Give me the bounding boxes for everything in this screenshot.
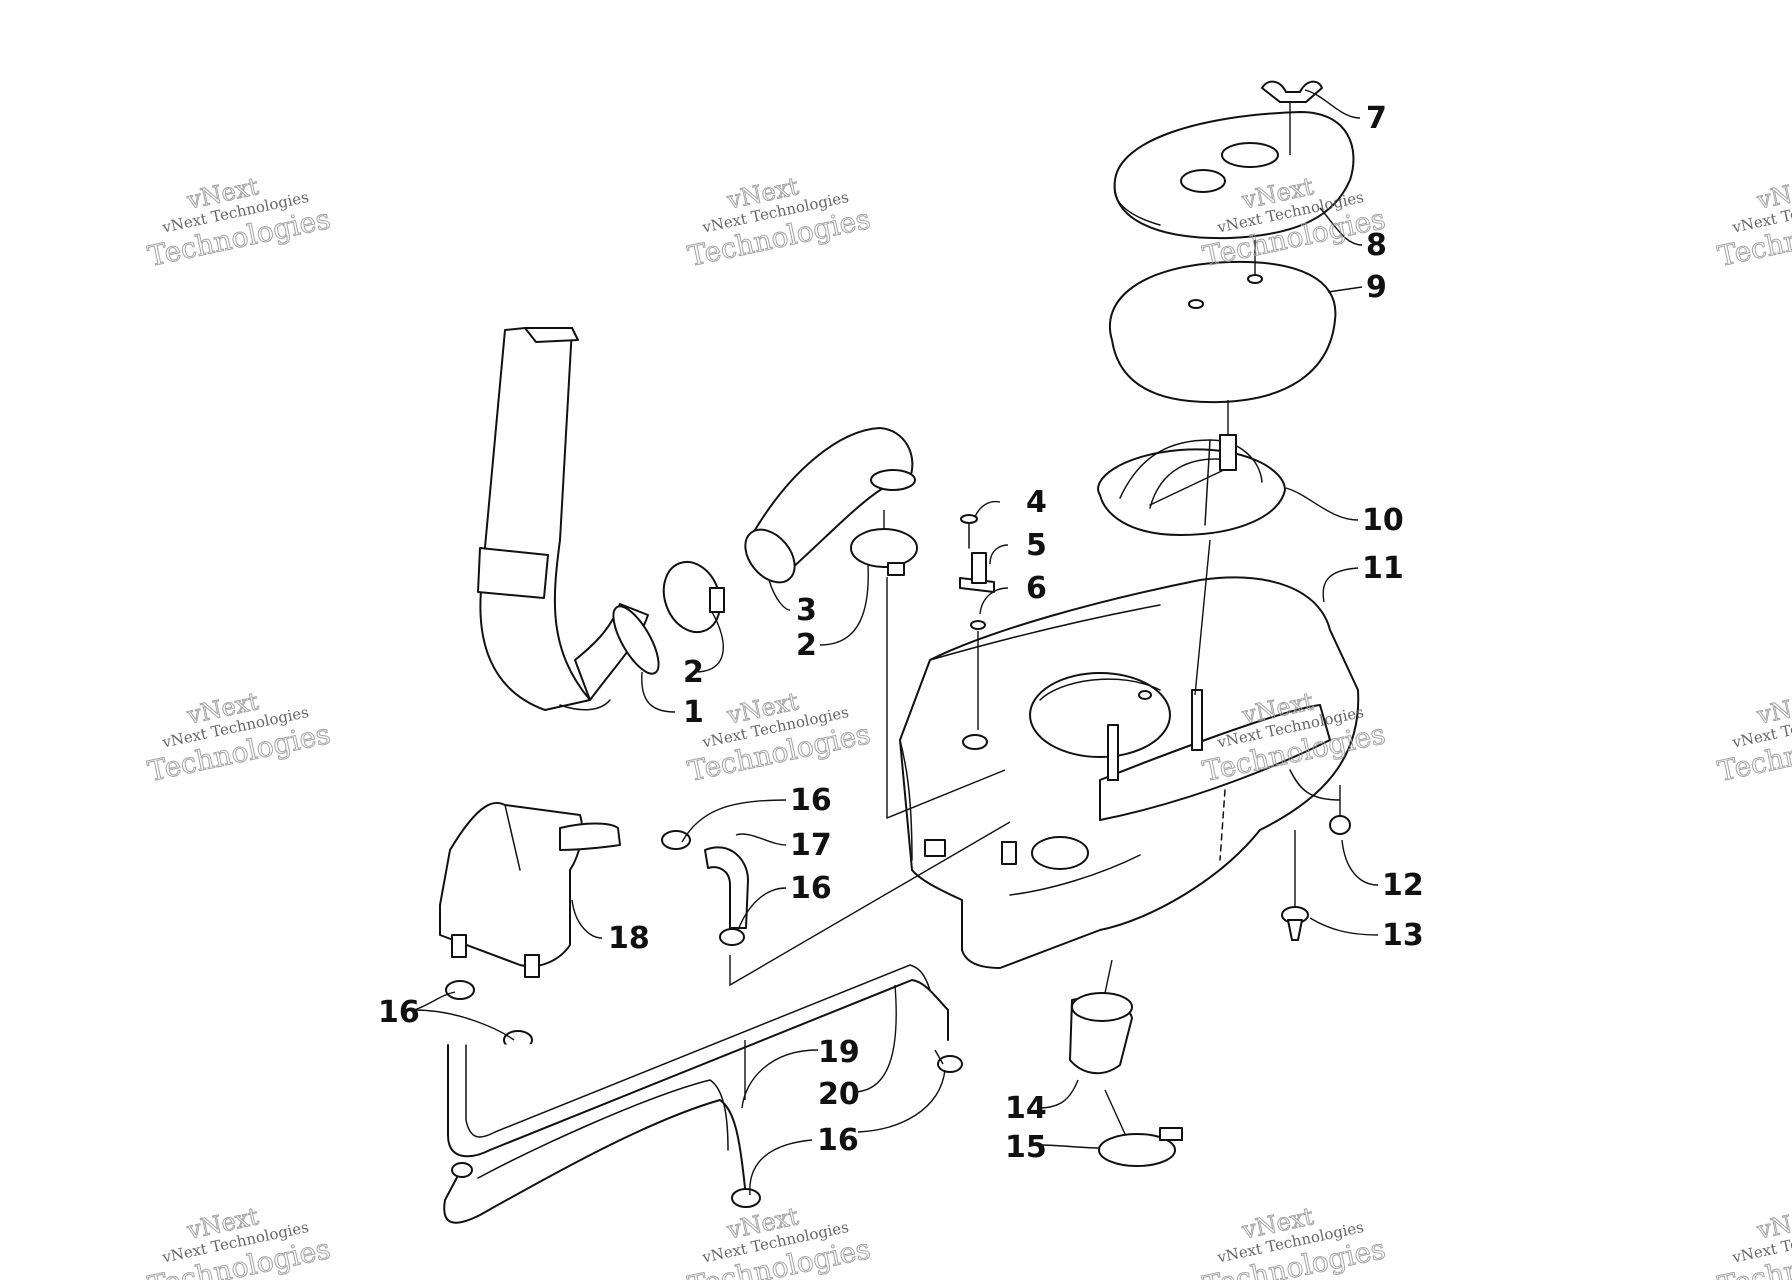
watermark: vNext vNext Technologies Technologies: [685, 1202, 874, 1280]
callout-15: 15: [1005, 1130, 1047, 1165]
part-clamp-left: [662, 560, 725, 634]
watermark: vNext vNext Technologies Technologies: [1715, 172, 1792, 274]
callout-17: 17: [790, 828, 832, 863]
callout-10: 10: [1362, 503, 1404, 538]
callout-20: 20: [818, 1077, 860, 1112]
callout-8: 8: [1366, 228, 1387, 263]
part-boot: [744, 427, 916, 584]
callout-6: 6: [1026, 571, 1047, 606]
part-push-rivet: [1281, 830, 1309, 941]
part-reservoir: [439, 801, 621, 978]
part-grommet: [1329, 785, 1351, 835]
callout-19: 19: [818, 1035, 860, 1070]
part-airbox: [899, 576, 1360, 969]
part-filter-element: [1109, 240, 1337, 404]
callout-7: 7: [1366, 101, 1387, 136]
callout-11: 11: [1362, 551, 1404, 586]
part-adapter: [1069, 959, 1133, 1075]
callout-2-left: 2: [683, 655, 704, 690]
callout-1: 1: [683, 695, 704, 730]
callout-2-right: 2: [796, 628, 817, 663]
callout-3: 3: [796, 593, 817, 628]
part-filter-cage: [1097, 400, 1286, 536]
callout-16-left: 16: [378, 995, 420, 1030]
part-intake-duct: [477, 327, 660, 711]
watermark: vNext vNext Technologies Technologies: [145, 687, 334, 789]
part-clamp-right: [850, 510, 918, 576]
part-cover: [1113, 102, 1355, 240]
part-clamp-bottom: [1098, 1127, 1183, 1167]
part-bracket: [959, 552, 995, 593]
callout-9: 9: [1366, 270, 1387, 305]
callout-16-bottom: 16: [817, 1123, 859, 1158]
watermark: vNext vNext Technologies Technologies: [145, 172, 334, 274]
callout-4: 4: [1026, 485, 1047, 520]
callout-14: 14: [1005, 1091, 1047, 1126]
callout-18: 18: [608, 921, 650, 956]
watermark: vNext vNext Technologies Technologies: [1200, 1202, 1389, 1280]
watermark: vNext vNext Technologies Technologies: [145, 1202, 334, 1280]
watermark: vNext vNext Technologies Technologies: [1715, 687, 1792, 789]
part-o-ring: [970, 620, 986, 630]
watermark: vNext vNext Technologies Technologies: [685, 172, 874, 274]
watermark: vNext vNext Technologies Technologies: [685, 687, 874, 789]
callout-12: 12: [1382, 868, 1424, 903]
callout-16-top: 16: [790, 783, 832, 818]
callout-leaders: [413, 89, 1379, 1196]
part-drain-hoses: [443, 964, 949, 1224]
part-screw: [960, 514, 978, 549]
callout-labels: 1 2 2 3 4 5 6 7 8 9 10 11 12 13 14 15 16…: [378, 101, 1424, 1165]
part-wing-nut: [1261, 80, 1323, 103]
part-elbow-hose: [704, 846, 749, 929]
callout-5: 5: [1026, 528, 1047, 563]
watermark: vNext vNext Technologies Technologies: [1715, 1202, 1792, 1280]
callout-13: 13: [1382, 918, 1424, 953]
callout-16-mid: 16: [790, 871, 832, 906]
assembly-lines: [729, 539, 1211, 1135]
